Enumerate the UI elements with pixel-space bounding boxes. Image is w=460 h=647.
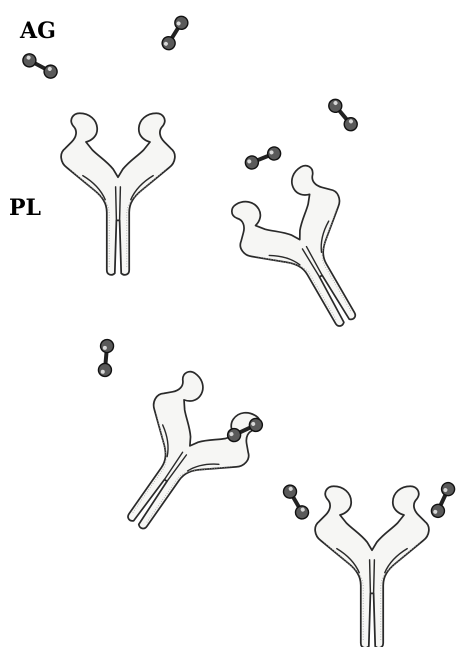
antigen-label: AG [20,20,56,42]
antigen-free-3 [243,145,282,171]
antibody-unbound-tilted [221,158,396,350]
plasma-label: PL [9,197,41,219]
antigen-free-1 [21,52,60,81]
antigen-bound-4 [429,480,456,519]
antigen-bound-3 [281,483,311,522]
antigen-bound-1 [98,339,114,377]
antibody-bound-upright [315,486,429,647]
antibody-bound-tilted [90,363,271,556]
antigen-free-2 [160,14,191,52]
antibody-unbound-upright [61,113,175,275]
antigen-free-4 [326,97,360,134]
